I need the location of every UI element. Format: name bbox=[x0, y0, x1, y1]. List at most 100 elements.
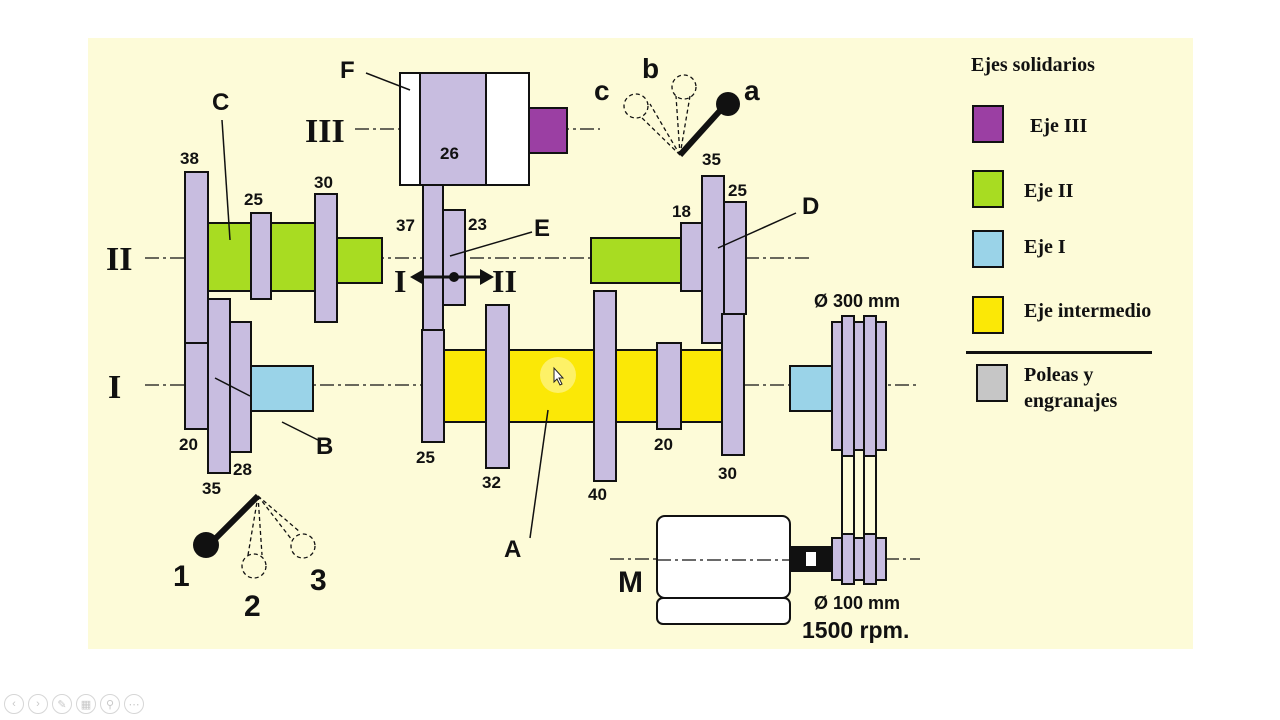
pulley-small-1 bbox=[831, 537, 843, 581]
pulley-large-4 bbox=[863, 315, 877, 457]
pulley-large-2 bbox=[841, 315, 855, 457]
gear-37 bbox=[422, 184, 444, 331]
lever-top bbox=[623, 74, 740, 158]
pulley-large-diameter: Ø 300 mm bbox=[814, 291, 900, 311]
legend-item-eje-II: Eje II bbox=[968, 170, 1188, 214]
legend-item-eje-intermedio: Eje intermedio bbox=[968, 296, 1188, 340]
lever-position-a: a bbox=[744, 75, 760, 106]
gear-25-intermediate bbox=[421, 329, 445, 443]
pulley-large-3 bbox=[853, 321, 865, 451]
gear-20-left bbox=[184, 342, 209, 430]
part-label-B: B bbox=[316, 433, 333, 460]
pulley-small-5 bbox=[875, 537, 887, 581]
shaft-I-right bbox=[789, 365, 833, 412]
lever-position-3: 3 bbox=[310, 564, 327, 597]
pulley-small-diameter: Ø 100 mm bbox=[814, 593, 900, 613]
shaft-II-right bbox=[590, 237, 684, 284]
leader-D bbox=[717, 212, 797, 249]
slides-icon[interactable]: ▦ bbox=[76, 694, 96, 714]
legend: Ejes solidarios Eje III Eje II Eje I Eje… bbox=[966, 54, 1188, 454]
lever-position-b: b bbox=[642, 53, 659, 84]
part-label-E: E bbox=[534, 215, 550, 242]
pulley-large-5 bbox=[875, 321, 887, 451]
leader-B2 bbox=[214, 377, 251, 397]
gear-32 bbox=[485, 304, 510, 469]
leader-A bbox=[529, 409, 549, 539]
teeth-label: 37 bbox=[396, 216, 415, 235]
zoom-icon[interactable]: ⚲ bbox=[100, 694, 120, 714]
teeth-label: 25 bbox=[728, 181, 747, 200]
legend-swatch bbox=[972, 105, 1004, 143]
legend-item-eje-III: Eje III bbox=[968, 105, 1188, 149]
gear-26 bbox=[419, 72, 487, 186]
gearbox-diagram: III II I M F C E D B A 38 25 30 20 35 28… bbox=[106, 53, 920, 643]
teeth-label: 26 bbox=[440, 144, 459, 163]
shaft-II-left-end bbox=[335, 237, 383, 284]
gear-40 bbox=[593, 290, 617, 482]
mouse-cursor-icon bbox=[540, 357, 576, 393]
motor-coupling bbox=[789, 546, 833, 572]
part-label-F: F bbox=[340, 57, 355, 84]
legend-item-eje-I: Eje I bbox=[968, 230, 1188, 274]
selector-arrow bbox=[410, 269, 494, 285]
legend-swatch bbox=[972, 170, 1004, 208]
pulley-small-3 bbox=[853, 537, 865, 581]
teeth-label: 32 bbox=[482, 473, 501, 492]
teeth-label: 28 bbox=[233, 460, 252, 479]
legend-swatch bbox=[972, 296, 1004, 334]
gear-38 bbox=[184, 171, 209, 344]
part-label-D: D bbox=[802, 193, 819, 220]
gear-35-upper bbox=[701, 175, 725, 344]
pulley-small-2 bbox=[841, 533, 855, 585]
axis-label-III: III bbox=[305, 113, 345, 150]
pulley-large-1 bbox=[831, 321, 843, 451]
legend-label: Eje I bbox=[1024, 236, 1066, 258]
gear-25-right bbox=[723, 201, 747, 315]
legend-item-poleas: Poleas y engranajes bbox=[968, 364, 1188, 424]
legend-title: Ejes solidarios bbox=[971, 54, 1095, 76]
lever-bottom bbox=[193, 493, 316, 579]
lever-position-2: 2 bbox=[244, 590, 261, 623]
shaft-III bbox=[528, 107, 568, 154]
legend-swatch bbox=[976, 364, 1008, 402]
teeth-label: 40 bbox=[588, 485, 607, 504]
next-icon[interactable]: › bbox=[28, 694, 48, 714]
lever-position-c: c bbox=[594, 75, 610, 106]
legend-label: Eje III bbox=[1030, 115, 1088, 137]
teeth-label: 30 bbox=[718, 464, 737, 483]
part-label-C: C bbox=[212, 89, 229, 116]
legend-label: Poleas y engranajes bbox=[1024, 364, 1118, 412]
teeth-label: 18 bbox=[672, 202, 691, 221]
teeth-label: 35 bbox=[202, 479, 221, 498]
legend-divider bbox=[966, 351, 1152, 354]
teeth-label: 20 bbox=[179, 435, 198, 454]
teeth-label: 25 bbox=[416, 448, 435, 467]
gear-30-right bbox=[721, 313, 745, 456]
more-icon[interactable]: ⋯ bbox=[124, 694, 144, 714]
slide-canvas: III II I M F C E D B A 38 25 30 20 35 28… bbox=[88, 38, 1193, 649]
teeth-label: 30 bbox=[314, 173, 333, 192]
axis-label-II: II bbox=[106, 241, 132, 278]
leader-C bbox=[221, 119, 231, 241]
selector-label-II: II bbox=[492, 263, 517, 299]
part-label-A: A bbox=[504, 536, 521, 563]
legend-swatch bbox=[972, 230, 1004, 268]
prev-icon[interactable]: ‹ bbox=[4, 694, 24, 714]
leader-B bbox=[281, 421, 319, 441]
gear-35-left bbox=[207, 298, 231, 474]
motor-speed: 1500 rpm. bbox=[802, 617, 909, 643]
leader-E bbox=[449, 231, 533, 257]
teeth-label: 35 bbox=[702, 150, 721, 169]
teeth-label: 23 bbox=[468, 215, 487, 234]
pen-icon[interactable]: ✎ bbox=[52, 694, 72, 714]
gear-28 bbox=[229, 321, 252, 453]
gear-23 bbox=[442, 209, 466, 306]
shaft-I-left bbox=[249, 365, 314, 412]
selector-label-I: I bbox=[394, 263, 406, 299]
gear-18 bbox=[680, 222, 703, 292]
axis-label-M: M bbox=[618, 566, 643, 599]
legend-label: Eje II bbox=[1024, 180, 1074, 202]
teeth-label: 20 bbox=[654, 435, 673, 454]
gear-25-upper bbox=[250, 212, 272, 300]
presentation-toolbar: ‹ › ✎ ▦ ⚲ ⋯ bbox=[4, 694, 144, 716]
